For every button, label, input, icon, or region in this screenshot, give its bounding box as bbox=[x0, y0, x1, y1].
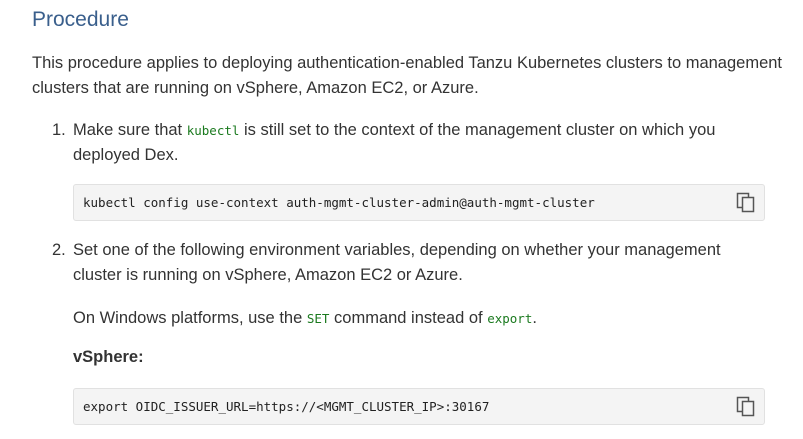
intro-paragraph: This procedure applies to deploying auth… bbox=[32, 54, 783, 97]
step-1-number: 1. bbox=[52, 121, 66, 139]
note-text-after: . bbox=[532, 309, 537, 327]
step-2-text: Set one of the following environment var… bbox=[73, 241, 721, 284]
code-block-use-context: kubectl config use-context auth-mgmt-clu… bbox=[73, 184, 765, 221]
note-text-before: On Windows platforms, use the bbox=[73, 309, 307, 327]
code-export[interactable]: export OIDC_ISSUER_URL=https://<MGMT_CLU… bbox=[83, 399, 490, 414]
page-title: Procedure bbox=[32, 8, 129, 31]
step-1-text-after: is still set to the context of the manag… bbox=[73, 121, 716, 164]
step-1-text-before: Make sure that bbox=[73, 121, 187, 139]
vsphere-subheading: vSphere: bbox=[73, 348, 144, 366]
note-text-middle: command instead of bbox=[329, 309, 488, 327]
step-2-number: 2. bbox=[52, 241, 66, 259]
step-1-text: Make sure that kubectl is still set to t… bbox=[73, 118, 773, 168]
note-inline-code-export: export bbox=[487, 311, 533, 326]
code-block-export: export OIDC_ISSUER_URL=https://<MGMT_CLU… bbox=[73, 388, 765, 425]
windows-note: On Windows platforms, use the SET comman… bbox=[73, 306, 773, 331]
code-use-context[interactable]: kubectl config use-context auth-mgmt-clu… bbox=[83, 195, 595, 210]
step-1-inline-code: kubectl bbox=[186, 123, 240, 138]
copy-icon[interactable] bbox=[736, 192, 756, 214]
note-inline-code-set: SET bbox=[306, 311, 330, 326]
copy-icon[interactable] bbox=[736, 396, 756, 418]
